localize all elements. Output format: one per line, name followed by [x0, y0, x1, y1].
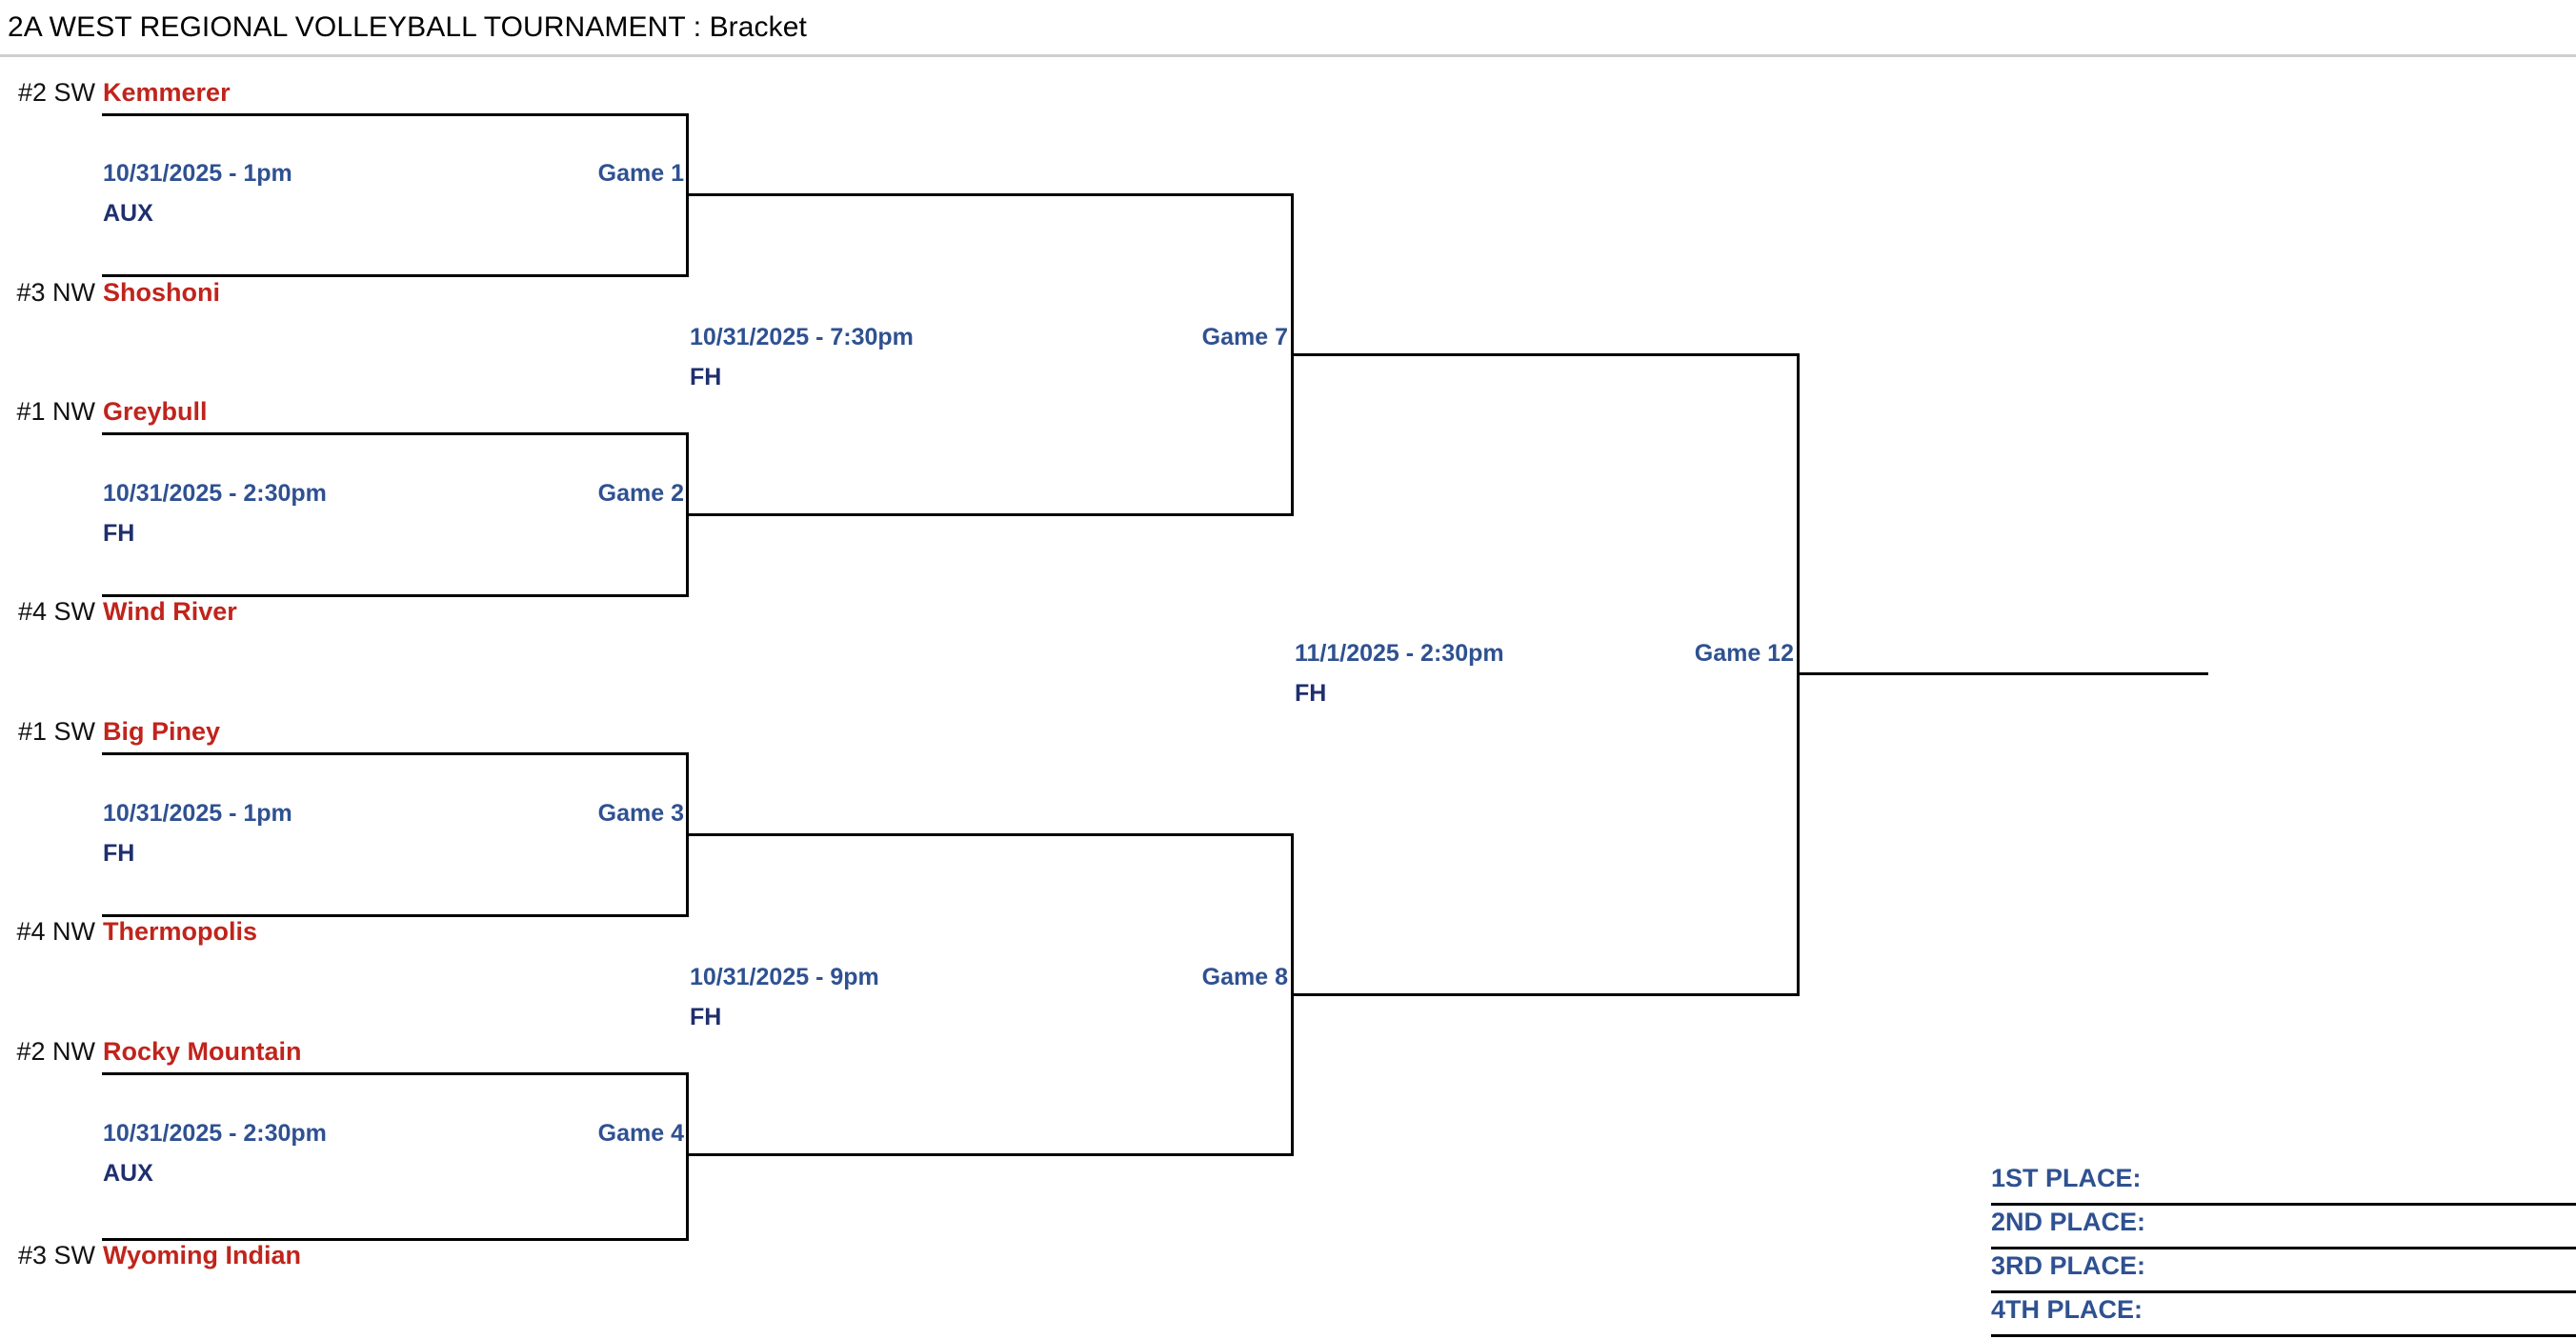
bracket-line: [102, 594, 689, 597]
placement-line[interactable]: [1991, 1334, 2576, 1337]
header-divider: [0, 54, 2576, 57]
bracket-line: [102, 1238, 689, 1241]
game-date: 10/31/2025 - 2:30pm: [103, 480, 327, 507]
game-date: 10/31/2025 - 9pm: [690, 964, 879, 990]
game-date: 10/31/2025 - 2:30pm: [103, 1120, 327, 1147]
game-date: 10/31/2025 - 7:30pm: [690, 324, 914, 350]
team-name: Greybull: [103, 397, 208, 426]
seed-label: #4 NW: [16, 917, 95, 946]
bracket-line: [102, 113, 689, 116]
bracket-line: [688, 513, 1293, 516]
seed-label: #2 NW: [16, 1037, 95, 1066]
game-label: Game 1: [597, 160, 684, 187]
seed-label: #1 SW: [17, 717, 95, 746]
bracket-connector: [686, 1072, 689, 1241]
bracket-line: [1293, 353, 1799, 356]
bracket-connector: [1291, 193, 1294, 516]
team-name: Thermopolis: [103, 917, 258, 946]
seed-label: #3 NW: [16, 278, 95, 307]
game-label: Game 8: [1201, 964, 1288, 990]
placement-label: 1ST PLACE:: [1991, 1164, 2142, 1192]
game-label: Game 12: [1694, 640, 1794, 667]
bracket-line: [102, 914, 689, 917]
game-venue: FH: [103, 840, 135, 867]
team-name: Shoshoni: [103, 278, 220, 307]
game-label: Game 3: [597, 800, 684, 827]
game-label: Game 4: [597, 1120, 684, 1147]
game-label: Game 2: [597, 480, 684, 507]
bracket-line: [102, 752, 689, 755]
page-title: 2A WEST REGIONAL VOLLEYBALL TOURNAMENT :…: [8, 11, 807, 43]
champion-line: [1799, 672, 2208, 675]
game-date: 10/31/2025 - 1pm: [103, 160, 292, 187]
bracket-line: [102, 274, 689, 277]
placement-line[interactable]: [1991, 1290, 2576, 1293]
game-label: Game 7: [1201, 324, 1288, 350]
team-name: Big Piney: [103, 717, 221, 746]
bracket-connector: [1797, 353, 1800, 996]
bracket-connector: [686, 113, 689, 277]
game-venue: FH: [1295, 680, 1327, 707]
placement-label: 3RD PLACE:: [1991, 1251, 2146, 1280]
game-venue: FH: [103, 520, 135, 547]
page-header: 2A WEST REGIONAL VOLLEYBALL TOURNAMENT :…: [0, 0, 2576, 57]
game-date: 11/1/2025 - 2:30pm: [1295, 640, 1504, 667]
bracket-line: [688, 833, 1293, 836]
game-venue: AUX: [103, 1160, 153, 1187]
bracket-connector: [686, 752, 689, 917]
placement-label: 2ND PLACE:: [1991, 1208, 2146, 1236]
bracket-line: [688, 193, 1293, 196]
bracket-line: [102, 432, 689, 435]
seed-label: #2 SW: [17, 78, 95, 107]
team-name: Wyoming Indian: [103, 1241, 301, 1269]
placement-label: 4TH PLACE:: [1991, 1295, 2143, 1324]
bracket-line: [688, 1153, 1293, 1156]
game-venue: FH: [690, 364, 722, 390]
bracket-connector: [1291, 833, 1294, 1156]
game-date: 10/31/2025 - 1pm: [103, 800, 292, 827]
placement-line[interactable]: [1991, 1203, 2576, 1206]
bracket-line: [102, 1072, 689, 1075]
team-name: Kemmerer: [103, 78, 231, 107]
seed-label: #4 SW: [17, 597, 95, 626]
seed-label: #3 SW: [17, 1241, 95, 1269]
bracket-line: [1293, 993, 1799, 996]
bracket-connector: [686, 432, 689, 597]
game-venue: AUX: [103, 200, 153, 227]
placement-line[interactable]: [1991, 1247, 2576, 1249]
game-venue: FH: [690, 1004, 722, 1030]
team-name: Rocky Mountain: [103, 1037, 302, 1066]
team-name: Wind River: [103, 597, 237, 626]
seed-label: #1 NW: [16, 397, 95, 426]
